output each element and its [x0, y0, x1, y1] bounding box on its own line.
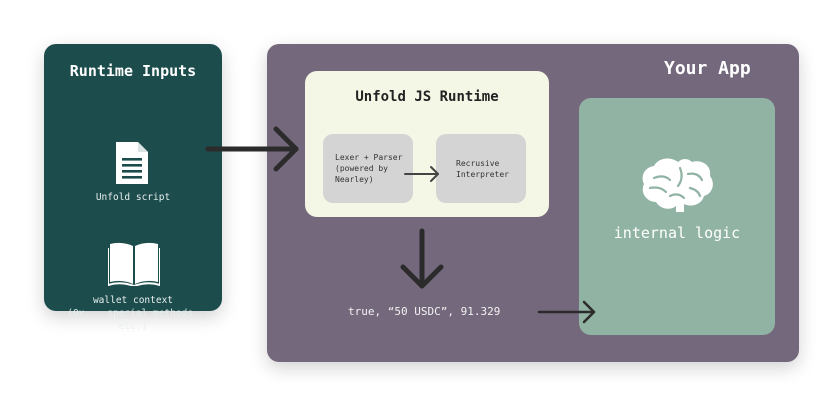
- interpreter-label-line: Recrusive: [456, 158, 500, 168]
- lexer-label-line: (powered by: [335, 164, 388, 173]
- open-book-icon: [108, 242, 160, 286]
- runtime-output-label: true, “50 USDC”, 91.329: [348, 305, 501, 318]
- interpreter-stage: Recrusive Interpreter: [436, 134, 526, 203]
- wallet-label-line: (0x.., special methods,: [67, 308, 199, 319]
- document-icon: [116, 142, 148, 184]
- wallet-label-line: wallet context: [92, 295, 174, 306]
- internal-logic-box: [579, 98, 775, 335]
- runtime-title: Unfold JS Runtime: [355, 89, 499, 105]
- runtime-inputs-panel: Runtime Inputs Unfold script wallet cont…: [44, 44, 222, 332]
- lexer-label-line: Nearley): [335, 175, 374, 184]
- wallet-label-line: etc.): [118, 321, 148, 332]
- lexer-parser-stage: Lexer + Parser (powered by Nearley): [323, 134, 413, 203]
- brain-icon: [642, 158, 713, 212]
- internal-logic-label: internal logic: [613, 224, 741, 242]
- runtime-inputs-title: Runtime Inputs: [69, 62, 197, 80]
- wallet-context-label: wallet context (0x.., special methods, e…: [54, 294, 212, 333]
- unfold-script-label: Unfold script: [95, 192, 171, 203]
- lexer-label-line: Lexer + Parser: [335, 153, 403, 162]
- interpreter-label-line: Interpreter: [456, 169, 509, 179]
- your-app-title: Your App: [664, 58, 751, 79]
